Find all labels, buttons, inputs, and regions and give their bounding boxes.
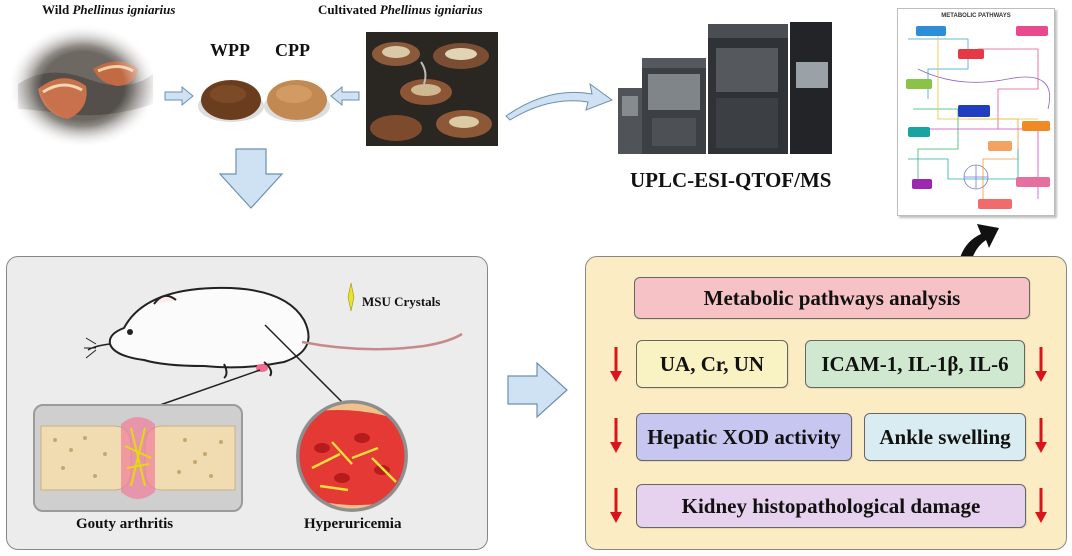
cpp-label: CPP: [275, 40, 310, 60]
hyperuricemia-inset: [292, 398, 412, 514]
metabolic-pathways-box: Metabolic pathways analysis: [634, 277, 1030, 319]
down-arrow-serum: [609, 347, 623, 383]
down-arrow-cytokines: [1034, 347, 1048, 383]
wpp-label: WPP: [210, 40, 250, 60]
uplc-instrument: [618, 18, 836, 160]
hyperuricemia-label: Hyperuricemia: [304, 516, 402, 532]
cytokines-box: ICAM-1, IL-1β, IL-6: [805, 340, 1025, 388]
rat-illustration: [84, 270, 464, 380]
serum-markers-box: UA, Cr, UN: [636, 340, 788, 388]
middle-right-arrow: [507, 362, 569, 418]
down-arrow-ankle: [1034, 418, 1048, 454]
kidney-damage-box: Kidney histopathological damage: [636, 484, 1026, 528]
wpp-powder: [196, 66, 266, 126]
cpp-powder: [262, 66, 332, 126]
down-arrow-xod: [609, 418, 623, 454]
cultivated-label: Cultivated Phellinus igniarius: [318, 2, 483, 17]
pathway-map-title: METABOLIC PATHWAYS: [941, 13, 1011, 19]
wild-label: Wild Phellinus igniarius: [42, 2, 176, 17]
msu-crystal-label: MSU Crystals: [362, 294, 441, 309]
metabolic-pathway-map: METABOLIC PATHWAYS: [897, 8, 1055, 216]
wild-mushroom-photo: [8, 24, 158, 148]
arrow-cultivated-to-cpp: [330, 86, 360, 106]
gouty-arthritis-inset: [33, 404, 243, 512]
instrument-label: UPLC-ESI-QTOF/MS: [630, 168, 832, 192]
arrow-wild-to-wpp: [164, 86, 194, 106]
down-arrow-kidney-right: [1034, 488, 1048, 524]
big-down-arrow: [218, 148, 284, 210]
down-arrow-kidney-left: [609, 488, 623, 524]
gouty-arthritis-label: Gouty arthritis: [76, 516, 174, 532]
curved-arrow-to-instrument: [504, 76, 614, 122]
hepatic-xod-box: Hepatic XOD activity: [636, 413, 852, 461]
msu-crystal-icon: [346, 282, 356, 312]
cultivated-mushroom-photo: [366, 32, 498, 146]
ankle-swelling-box: Ankle swelling: [864, 413, 1026, 461]
